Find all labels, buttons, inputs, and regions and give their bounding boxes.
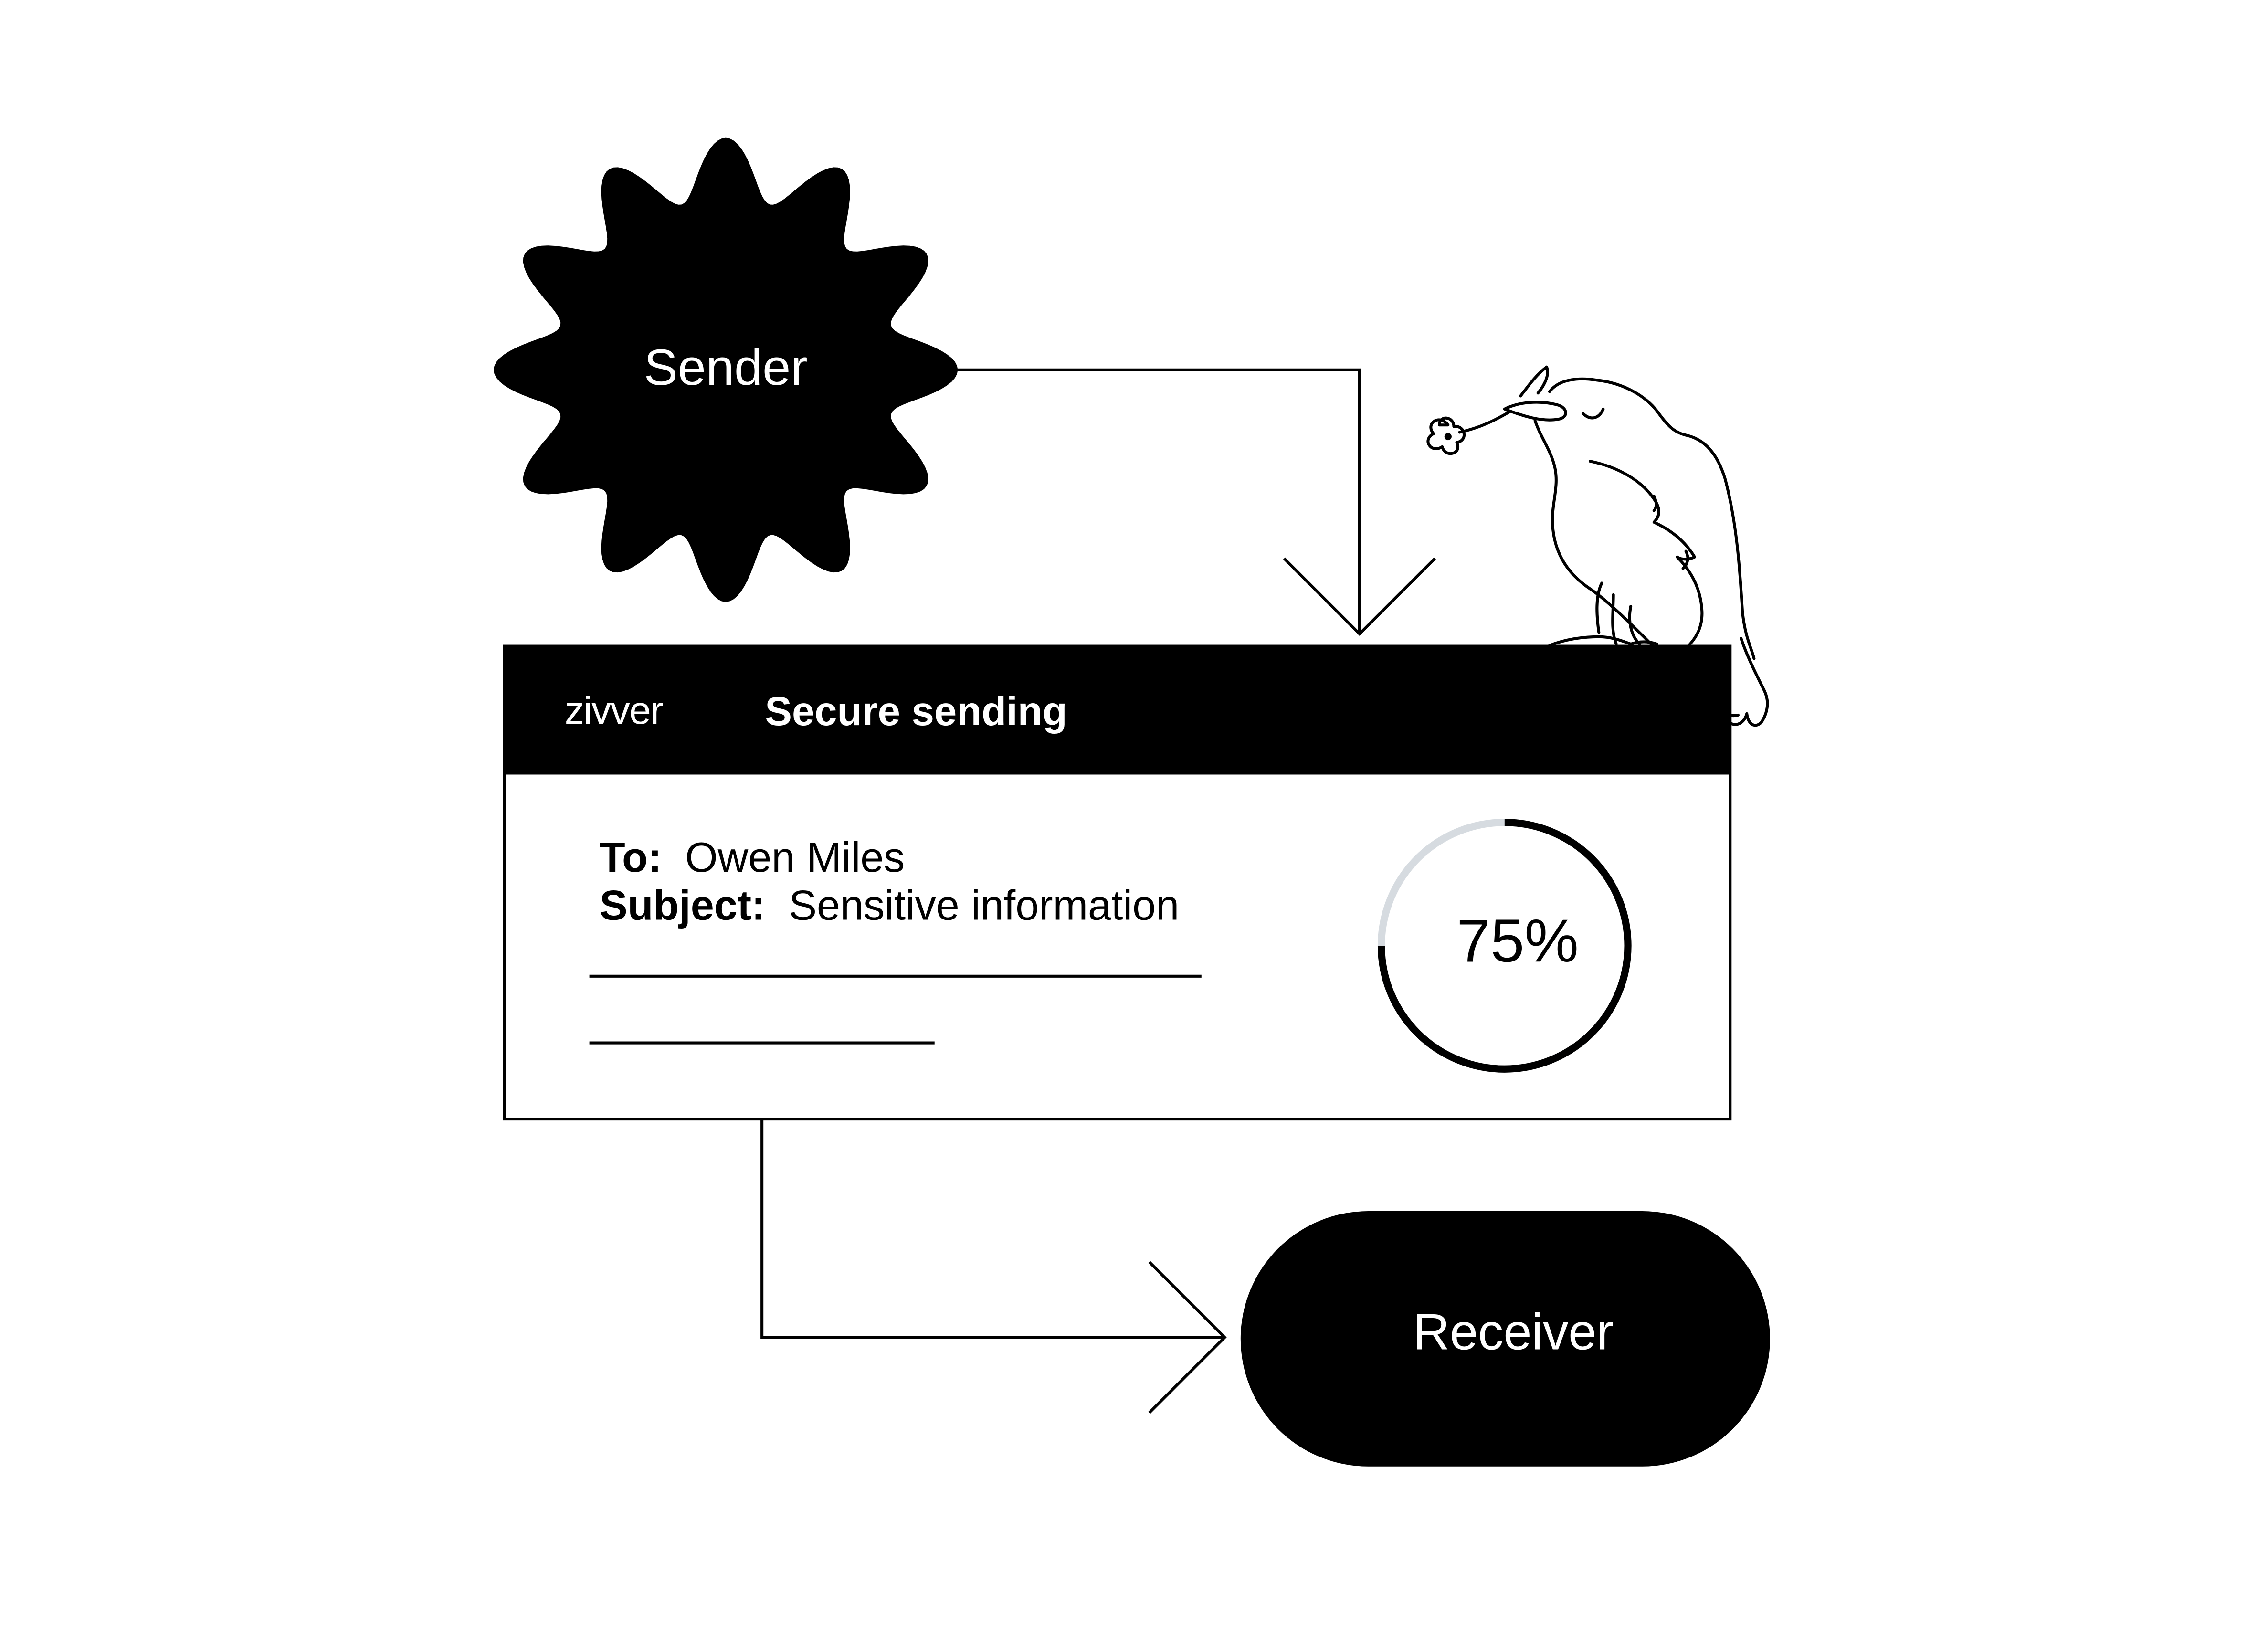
sender-label: Sender: [644, 339, 808, 396]
to-value: Owen Miles: [685, 834, 905, 881]
sender-starburst-shape: [494, 137, 958, 602]
subject-line: Subject: Sensitive information: [600, 881, 1179, 929]
connector-line: [760, 1119, 1225, 1339]
window-title: Secure sending: [765, 689, 1067, 734]
progress-ring: 75%: [1377, 819, 1632, 1073]
connector-window-to-receiver: [760, 1119, 1227, 1414]
arrow-right-icon: [1148, 1261, 1227, 1414]
window-header-bar: [504, 645, 1731, 775]
receiver-label: Receiver: [1413, 1303, 1614, 1360]
subject-label: Subject:: [600, 881, 766, 929]
brand-logo: zivver: [565, 689, 663, 732]
progress-percent: 75%: [1456, 907, 1578, 975]
to-label: To:: [600, 834, 662, 881]
connector-sender-to-window: [950, 368, 1436, 636]
receiver-node: Receiver: [1240, 1211, 1770, 1467]
arrow-down-icon: [1283, 557, 1436, 636]
receiver-pill-shape: [1240, 1211, 1770, 1467]
flower-icon: [1426, 409, 1514, 455]
sender-node: Sender: [494, 137, 958, 602]
bird-holding-flower-icon: [1426, 365, 1769, 756]
subject-value: Sensitive information: [789, 881, 1179, 929]
secure-sending-window: zivver Secure sending To: Owen Miles Sub…: [503, 644, 1732, 1121]
recipient-line: To: Owen Miles: [600, 834, 905, 881]
progress-ring-fill: [1377, 819, 1632, 1073]
connector-line: [950, 368, 1361, 634]
